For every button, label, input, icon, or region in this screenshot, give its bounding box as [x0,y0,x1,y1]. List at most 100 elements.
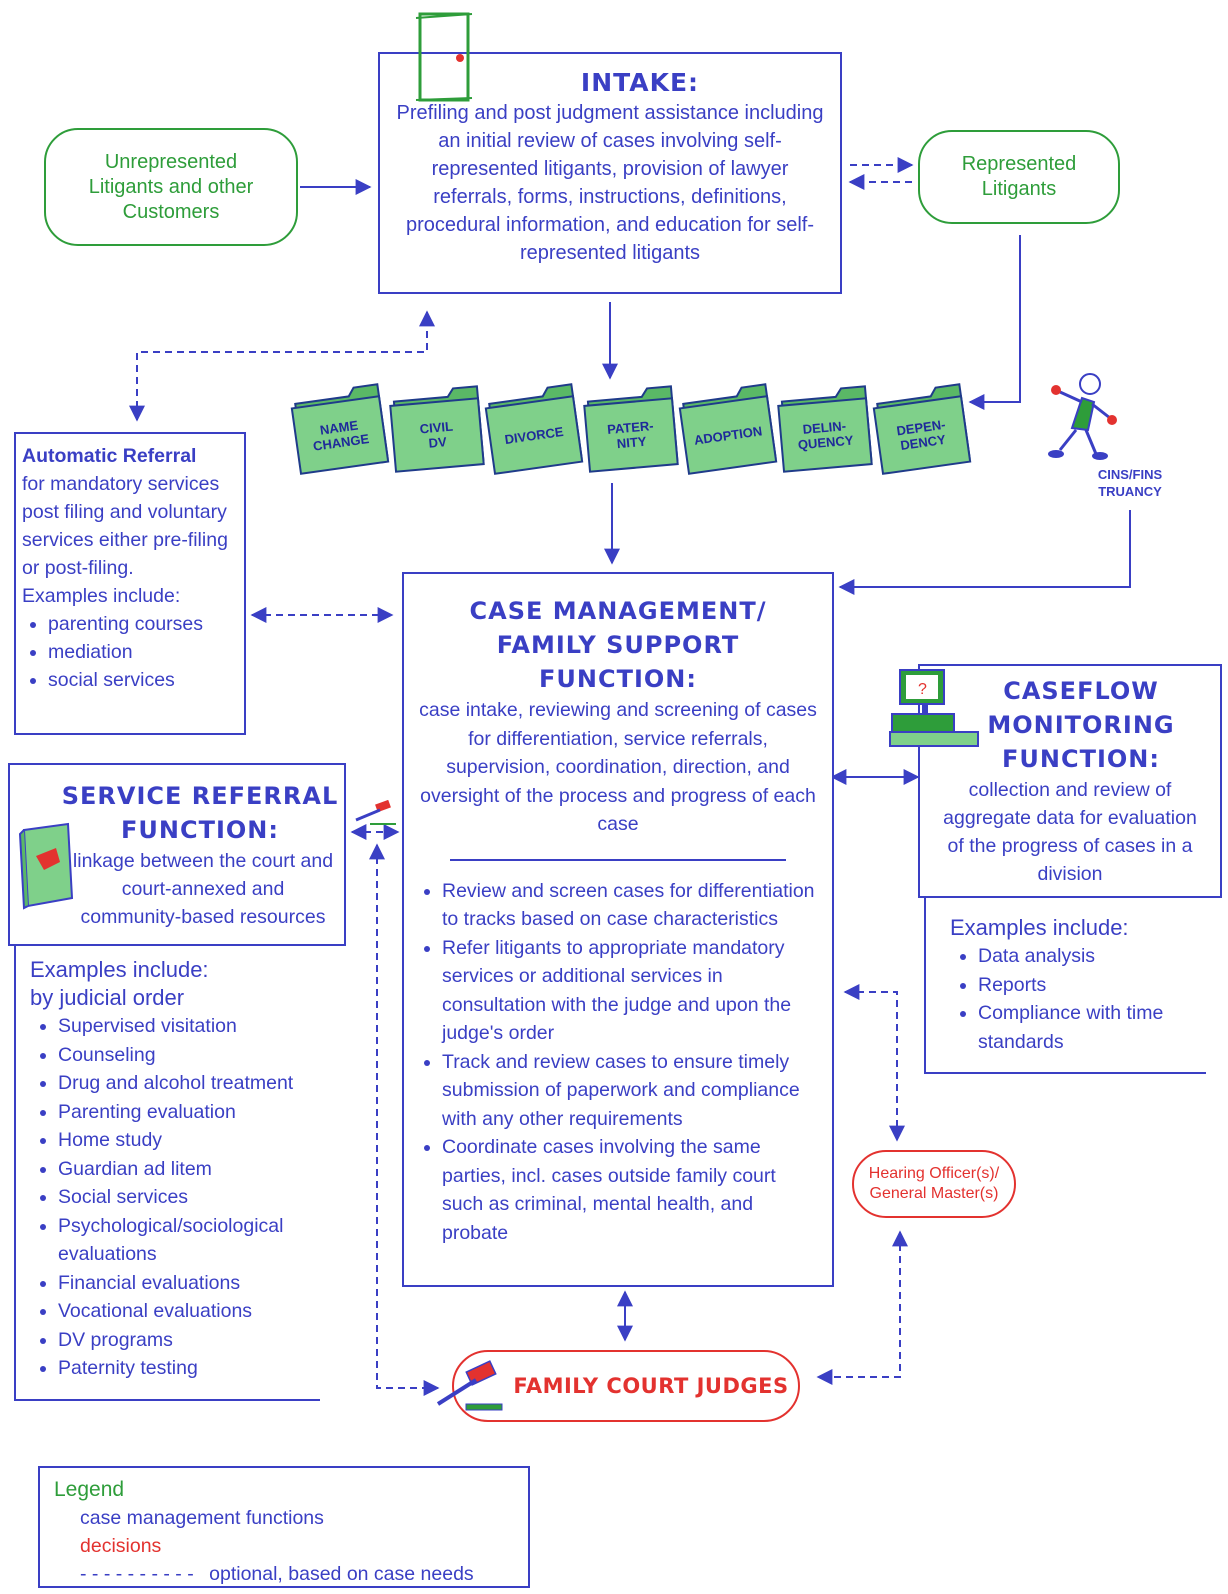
list-item: Drug and alcohol treatment [58,1069,320,1098]
gavel-small-icon [355,800,396,825]
cins-label-line2: TRUANCY [1098,484,1162,499]
door-icon [415,12,473,102]
service-referral-title-line2: FUNCTION: [121,816,279,844]
service-referral-description: linkage between the court and court-anne… [72,850,334,928]
automatic-referral-examples-label: Examples include: [22,585,181,607]
list-item: Social services [58,1183,320,1212]
runner-icon [1048,373,1117,460]
case-management-title-line2: FAMILY SUPPORT [496,631,740,659]
list-item: DV programs [58,1326,320,1355]
arrow-auto-referral-intake [129,310,435,422]
case-management-title: CASE MANAGEMENT/ FAMILY SUPPORT FUNCTION… [404,594,832,696]
service-referral-list: Supervised visitation Counseling Drug an… [30,1012,320,1383]
list-item: social services [48,666,240,694]
divider [450,858,786,861]
legend-decisions: decisions [80,1535,162,1557]
list-item: Vocational evaluations [58,1297,320,1326]
computer-icon: ? [889,669,979,747]
hearing-officer-label: Hearing Officer(s)/ General Master(s) [868,1165,1000,1202]
folder-delinquency: DELIN-QUENCY [777,385,873,473]
family-court-judges-box: FAMILY COURT JUDGES [452,1350,800,1422]
hearing-officer-box: Hearing Officer(s)/ General Master(s) [852,1150,1016,1218]
legend-dashed-line: - - - - - - - - - - [80,1563,194,1585]
arrow-cins-case-mgmt [838,510,1131,595]
service-referral-title: SERVICE REFERRAL FUNCTION: [10,779,344,847]
case-management-list: Review and screen cases for differentiat… [404,877,832,1248]
folder-label: DENCY [899,432,946,453]
list-item: mediation [48,638,240,666]
list-item: Guardian ad litem [58,1155,320,1184]
automatic-referral-description: for mandatory services post filing and v… [22,473,228,579]
folder-label: DEPEN- [896,417,947,439]
folder-label: CIVIL [419,419,453,437]
folder-label: QUENCY [797,433,854,453]
list-item: Home study [58,1126,320,1155]
case-management-description: case intake, reviewing and screening of … [419,699,817,835]
arrow-case-mgmt-hearing-officer [843,984,905,1142]
list-item: Compliance with time standards [978,999,1178,1056]
represented-litigants-label: Represented Litigants [961,153,1077,200]
list-item: Coordinate cases involving the same part… [442,1133,820,1247]
list-item: Paternity testing [58,1354,320,1383]
caseflow-title-line1: CASEFLOW [1003,677,1159,705]
folder-dependency: DEPEN-DENCY [872,383,972,475]
list-item: Counseling [58,1041,320,1070]
cins-label-line1: CINS/FINS [1097,467,1163,482]
service-referral-examples-label: Examples include: [30,957,209,982]
intake-box: INTAKE: Prefiling and post judgment assi… [378,52,842,294]
service-referral-examples-sublabel: by judicial order [30,985,185,1010]
caseflow-list: Data analysis Reports Compliance with ti… [950,942,1206,1056]
arrow-hearing-officer-judges [816,1230,908,1385]
caseflow-title-line3: FUNCTION: [1002,745,1160,773]
list-item: Supervised visitation [58,1012,320,1041]
folder-label: DV [428,434,448,451]
intake-title: INTAKE: [580,68,700,97]
service-referral-examples-box: Examples include: by judicial order Supe… [14,946,320,1401]
legend-functions: case management functions [80,1507,324,1529]
book-icon [18,822,74,910]
automatic-referral-list: parenting courses mediation social servi… [22,610,240,694]
legend-title: Legend [54,1478,125,1501]
arrow-represented-folders [968,235,1021,410]
folder-label: NITY [616,434,647,452]
caseflow-description: collection and review of aggregate data … [943,779,1197,885]
caseflow-examples-label: Examples include: [950,915,1129,940]
gavel-icon [436,1360,503,1411]
caseflow-title: CASEFLOW MONITORING FUNCTION: [920,674,1220,776]
represented-litigants-box: Represented Litigants [918,130,1120,224]
legend-optional-row: - - - - - - - - - - optional, based on c… [54,1560,528,1588]
case-management-title-line1: CASE MANAGEMENT/ [469,597,767,625]
unrepresented-litigants-label: Unrepresented Litigants and other Custom… [88,150,254,223]
folder-paternity: PATER-NITY [583,385,679,473]
caseflow-title-line2: MONITORING [987,711,1175,739]
intake-description: Prefiling and post judgment assistance i… [396,102,824,264]
list-item: Refer litigants to appropriate mandatory… [442,934,820,1048]
arrow-service-referral-judges [369,843,440,1396]
folder-label: PATER- [607,418,655,437]
automatic-referral-title: Automatic Referral [22,445,197,467]
list-item: Parenting evaluation [58,1098,320,1127]
folder-adoption: ADOPTION [678,383,778,475]
family-court-judges-label: FAMILY COURT JUDGES [513,1374,789,1398]
caseflow-monitoring-box: CASEFLOW MONITORING FUNCTION: collection… [918,664,1222,898]
caseflow-examples-box: Examples include: Data analysis Reports … [924,898,1206,1074]
list-item: Data analysis [978,942,1206,971]
case-management-box: CASE MANAGEMENT/ FAMILY SUPPORT FUNCTION… [402,572,834,1287]
legend-box: Legend case management functions decisio… [38,1466,530,1588]
case-management-title-line3: FUNCTION: [539,665,697,693]
list-item: parenting courses [48,610,240,638]
list-item: Review and screen cases for differentiat… [442,877,820,934]
cins-label: CINS/FINS TRUANCY [1070,466,1190,500]
folder-divorce: DIVORCE [484,383,584,475]
folder-label: NAME [319,417,359,437]
legend-optional: optional, based on case needs [209,1563,474,1585]
service-referral-title-line1: SERVICE REFERRAL [61,782,339,810]
automatic-referral-box: Automatic Referral for mandatory service… [14,432,246,735]
unrepresented-litigants-box: Unrepresented Litigants and other Custom… [44,128,298,246]
list-item: Reports [978,971,1206,1000]
list-item: Psychological/sociological evaluations [58,1212,308,1269]
